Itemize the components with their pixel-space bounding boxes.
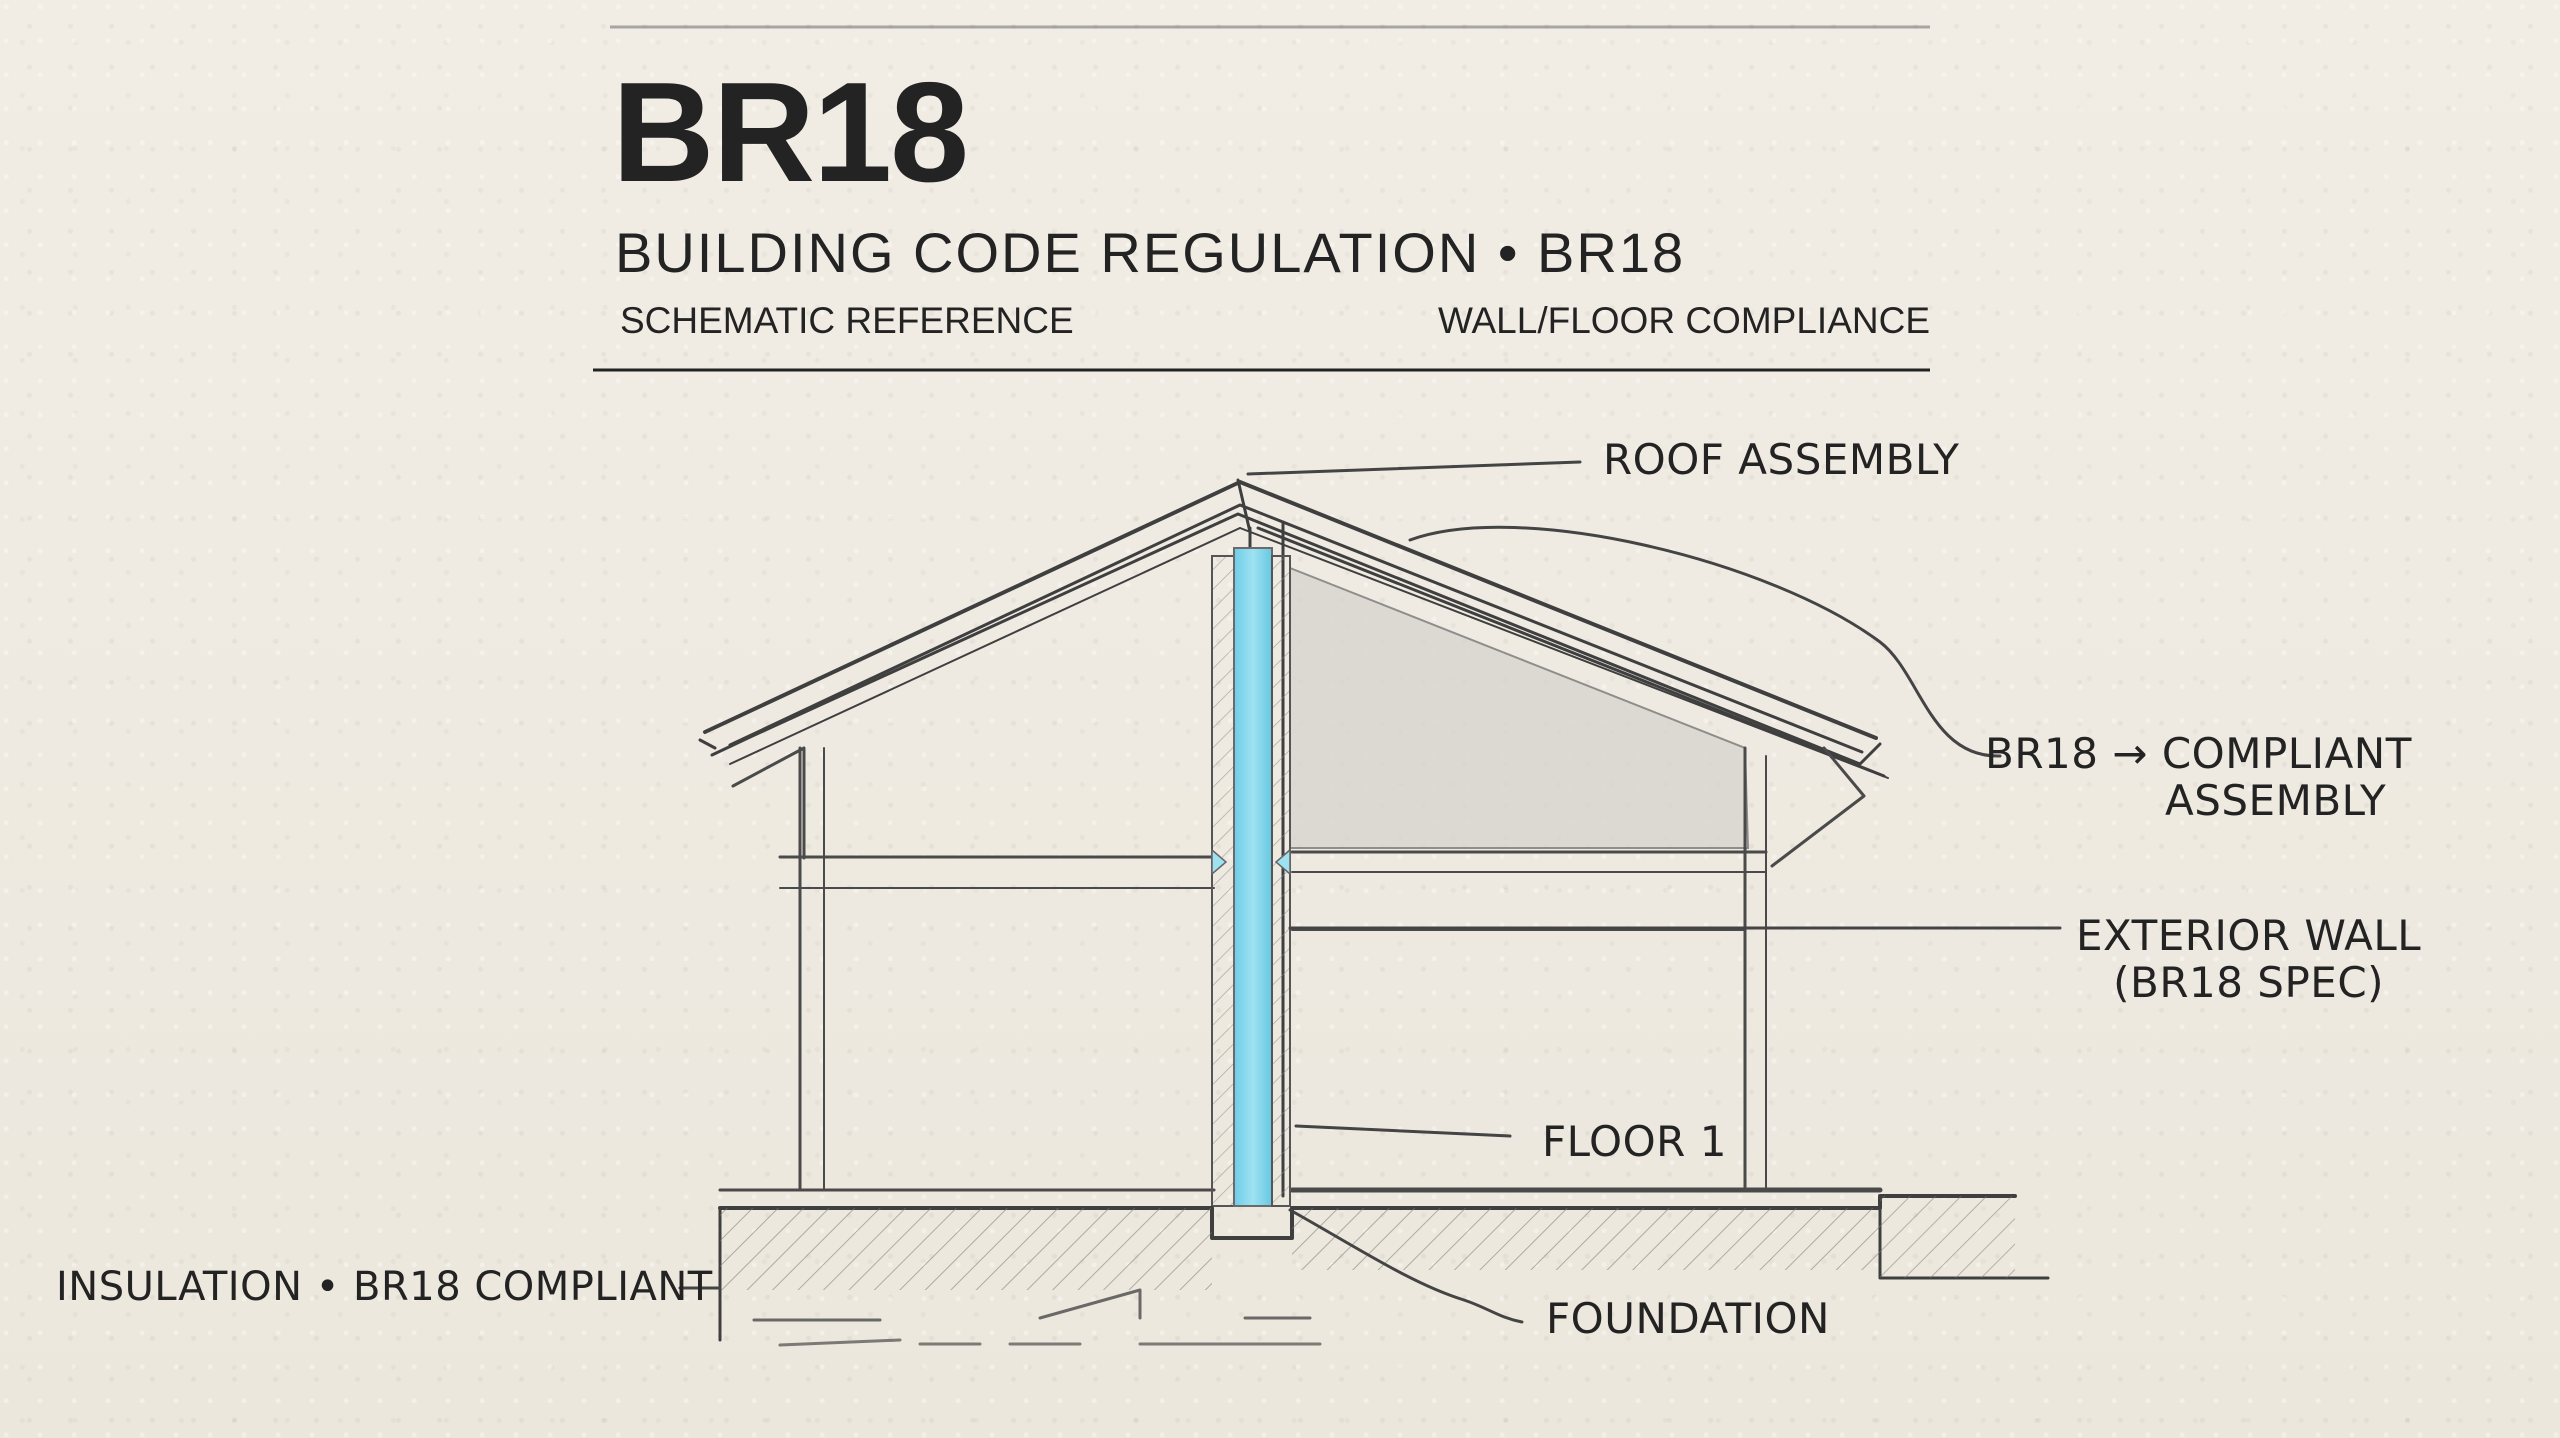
- roof-leader: [1246, 460, 1582, 476]
- br18-compliant-line2: ASSEMBLY: [2165, 776, 2387, 826]
- floor-leader: [1294, 1124, 1512, 1138]
- leader-lines: [678, 460, 2062, 1324]
- brand-title: BR18: [612, 53, 969, 212]
- br18-compliant-line1: BR18 → COMPLIANT: [1985, 729, 2412, 778]
- foundation-label: FOUNDATION: [1546, 1294, 1830, 1343]
- subtitle-right: WALL/FLOOR COMPLIANCE: [1437, 300, 1930, 341]
- building-frame: [718, 746, 1883, 1193]
- insulation-label: INSULATION • BR18 COMPLIANT: [56, 1264, 713, 1310]
- foundation: [718, 1194, 2050, 1347]
- roof-assembly-label: ROOF ASSEMBLY: [1603, 435, 1960, 484]
- br18-compliant-label: BR18 → COMPLIANT ASSEMBLY: [1985, 730, 2412, 826]
- floor-1-label: FLOOR 1: [1542, 1117, 1727, 1166]
- foundation-leader: [1288, 1208, 1524, 1324]
- exterior-wall-line1: EXTERIOR WALL: [2076, 911, 2422, 960]
- exterior-wall-label: EXTERIOR WALL (BR18 SPEC): [2076, 912, 2421, 1006]
- subtitle-left: SCHEMATIC REFERENCE: [620, 300, 1074, 341]
- main-title: BUILDING CODE REGULATION • BR18: [615, 221, 1686, 284]
- header-rules: [593, 25, 1930, 372]
- shaded-attic-panel: [1289, 566, 1750, 849]
- exterior-wall: [1211, 547, 1291, 1207]
- exterior-wall-line2: (BR18 SPEC): [2113, 958, 2385, 1008]
- br18-leader: [1408, 525, 2002, 758]
